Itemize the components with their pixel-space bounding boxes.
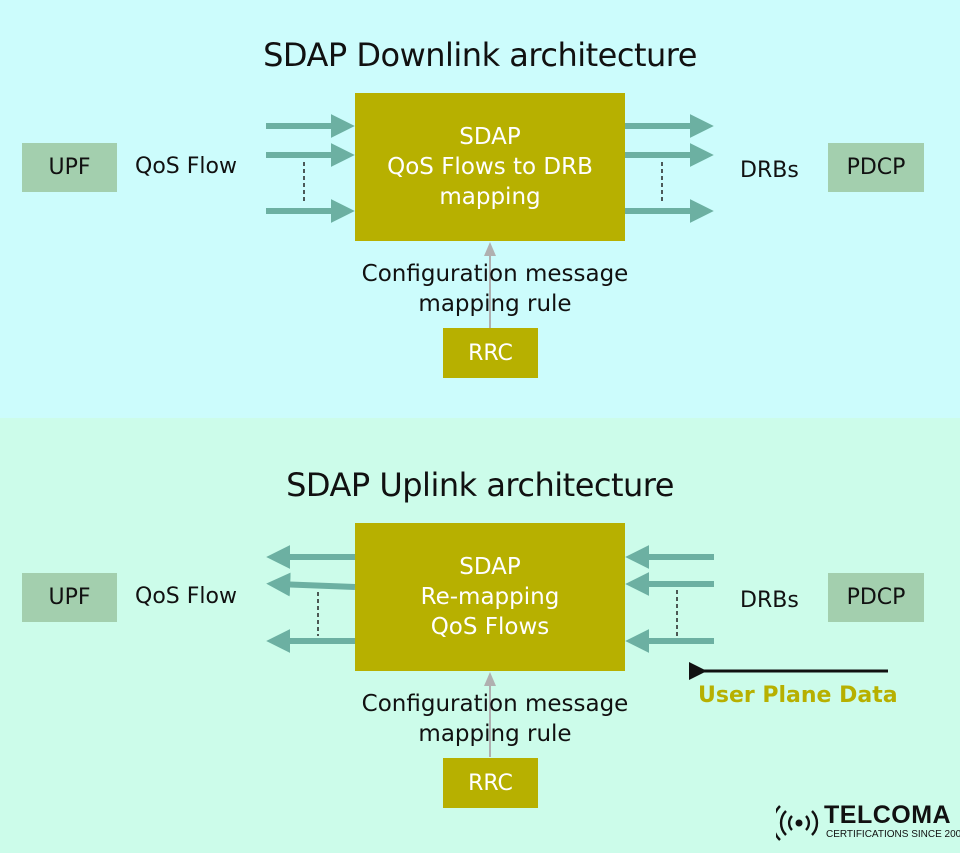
downlink-rrc-label: RRC xyxy=(468,340,513,366)
logo-tagline: CERTIFICATIONS SINCE 2009 xyxy=(826,829,960,840)
downlink-qos-flow-arrows xyxy=(266,114,355,223)
downlink-config-line2: mapping rule xyxy=(418,291,572,317)
uplink-sdap-line2: Re-mapping xyxy=(420,584,560,610)
downlink-drb-arrows xyxy=(625,114,714,223)
uplink-pdcp-box: PDCP xyxy=(828,573,924,622)
user-plane-data-label: User Plane Data xyxy=(698,683,898,708)
uplink-config-text: Configuration message mapping rule xyxy=(325,689,665,749)
downlink-upf-label: UPF xyxy=(48,155,91,180)
downlink-pdcp-box: PDCP xyxy=(828,143,924,192)
uplink-title: SDAP Uplink architecture xyxy=(286,466,674,504)
uplink-rrc-label: RRC xyxy=(468,770,513,796)
uplink-sdap-line3: QoS Flows xyxy=(430,614,550,640)
downlink-sdap-box: SDAP QoS Flows to DRB mapping xyxy=(355,93,625,241)
broadcast-signal-icon xyxy=(776,805,819,841)
telcoma-logo: TELCOMA CERTIFICATIONS SINCE 2009 xyxy=(776,801,960,845)
downlink-title: SDAP Downlink architecture xyxy=(263,36,697,74)
downlink-config-text: Configuration message mapping rule xyxy=(325,259,665,319)
downlink-sdap-line1: SDAP xyxy=(459,124,521,150)
uplink-drb-arrows xyxy=(625,545,714,653)
downlink-pdcp-label: PDCP xyxy=(846,155,906,180)
downlink-qos-flow-label: QoS Flow xyxy=(135,154,237,179)
uplink-upf-label: UPF xyxy=(48,585,91,610)
downlink-sdap-line2: QoS Flows to DRB xyxy=(387,154,593,180)
downlink-rrc-box: RRC xyxy=(443,328,538,378)
uplink-qos-flow-arrows xyxy=(266,545,356,653)
uplink-config-line2: mapping rule xyxy=(418,721,572,747)
uplink-sdap-line1: SDAP xyxy=(459,554,521,580)
uplink-pdcp-label: PDCP xyxy=(846,585,906,610)
uplink-sdap-box: SDAP Re-mapping QoS Flows xyxy=(355,523,625,671)
uplink-drbs-label: DRBs xyxy=(740,588,799,613)
downlink-upf-box: UPF xyxy=(22,143,117,192)
uplink-rrc-box: RRC xyxy=(443,758,538,808)
downlink-sdap-line3: mapping xyxy=(439,184,541,210)
uplink-config-line1: Configuration message xyxy=(361,691,629,717)
downlink-config-line1: Configuration message xyxy=(361,261,629,287)
logo-name: TELCOMA xyxy=(824,801,952,829)
uplink-qos-flow-label: QoS Flow xyxy=(135,584,237,609)
uplink-upf-box: UPF xyxy=(22,573,117,622)
downlink-drbs-label: DRBs xyxy=(740,158,799,183)
